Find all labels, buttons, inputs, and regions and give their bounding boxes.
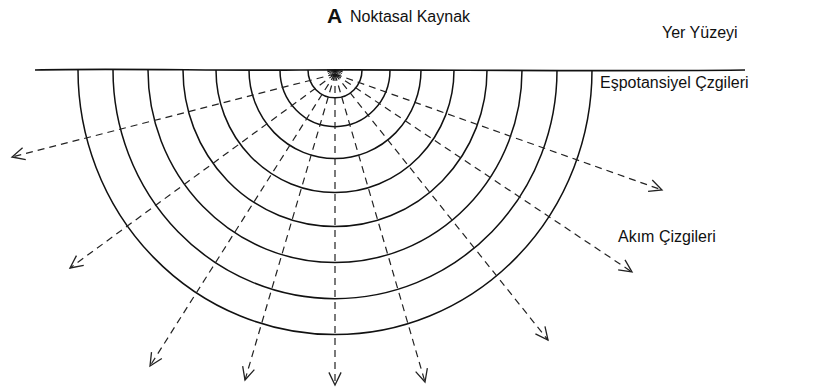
current-line-dash <box>245 74 335 380</box>
current-line <box>335 74 427 382</box>
arrowhead <box>70 256 84 268</box>
arrowhead <box>150 352 162 366</box>
source-label: Noktasal Kaynak <box>350 8 470 26</box>
current-line <box>12 74 335 160</box>
source-spoke <box>327 70 335 72</box>
ground-surface <box>35 69 745 70</box>
surface-label: Yer Yüzeyi <box>662 24 738 42</box>
arrowhead <box>416 368 428 382</box>
current-line-dash <box>150 74 335 366</box>
current-line-dash <box>12 74 335 157</box>
point-source-symbol <box>327 70 343 77</box>
current-line-dash <box>335 74 662 190</box>
current-label: Akım Çizgileri <box>618 228 716 246</box>
equipotential-label: Eşpotansiyel Çzgileri <box>600 74 749 92</box>
current-line <box>335 74 662 191</box>
current-lines <box>12 74 662 385</box>
source-spoke <box>335 70 337 77</box>
arrowhead <box>618 260 632 272</box>
arrowhead <box>12 148 26 160</box>
source-spoke <box>335 70 339 76</box>
equipotential-line <box>308 70 362 98</box>
arrowhead <box>535 326 548 340</box>
source-spoke <box>327 70 335 71</box>
current-line <box>329 74 341 385</box>
current-line-dash <box>334 74 335 385</box>
current-line-dash <box>70 74 335 268</box>
current-line <box>150 74 335 366</box>
current-line-dash <box>335 74 425 382</box>
current-line <box>243 74 335 380</box>
current-line <box>335 74 632 272</box>
arrowhead <box>243 366 255 380</box>
current-line-dash <box>335 74 632 272</box>
point-label: A <box>327 4 342 28</box>
arrowhead <box>648 180 662 191</box>
current-line-dash <box>335 74 548 340</box>
arrowhead <box>329 372 341 385</box>
current-line <box>335 74 548 340</box>
source-spoke <box>328 70 335 74</box>
current-line <box>70 74 335 268</box>
